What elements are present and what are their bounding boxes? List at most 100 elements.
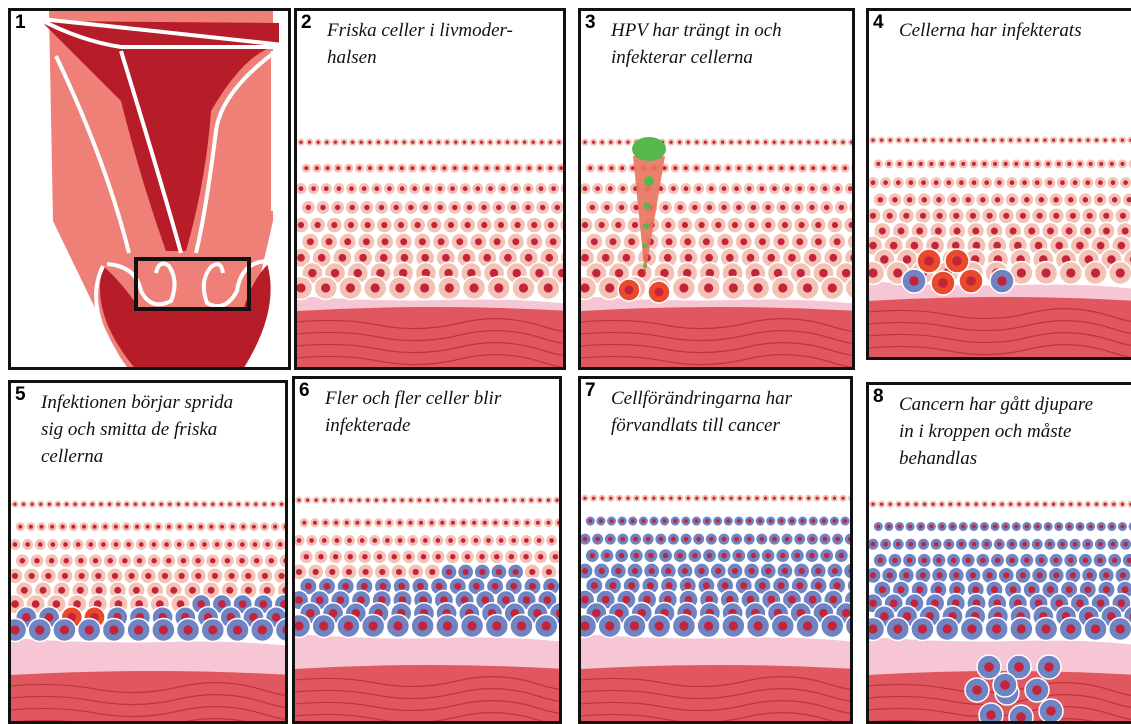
cancer-cell (670, 516, 680, 526)
hpv-virus (632, 137, 666, 161)
healthy-cell (333, 163, 343, 173)
healthy-cell (164, 522, 174, 532)
healthy-cell (794, 183, 806, 195)
healthy-cell (747, 201, 761, 215)
panel-number: 8 (873, 387, 884, 406)
healthy-cell (1094, 177, 1106, 189)
healthy-cell (79, 522, 89, 532)
healthy-cell (1015, 136, 1023, 144)
healthy-cell (998, 500, 1006, 508)
healthy-cell (813, 494, 821, 502)
infected-cell (959, 269, 983, 293)
healthy-cell (624, 494, 632, 502)
healthy-cell (162, 554, 176, 568)
healthy-cell (769, 183, 781, 195)
healthy-cell (262, 539, 274, 551)
cancer-cell (436, 614, 459, 637)
healthy-cell (1082, 208, 1098, 224)
healthy-cell (443, 138, 451, 146)
cancer-cell (638, 516, 648, 526)
healthy-cell (512, 138, 520, 146)
healthy-cell (503, 138, 511, 146)
healthy-cell (848, 494, 853, 502)
healthy-cell (667, 138, 675, 146)
cancer-cell (295, 614, 311, 637)
cancer-cell (851, 516, 853, 526)
cancer-cell (747, 614, 770, 637)
healthy-cell (736, 138, 744, 146)
healthy-cell (607, 163, 617, 173)
cancer-cell (386, 614, 409, 637)
healthy-cell (554, 518, 562, 528)
healthy-cell (386, 163, 396, 173)
healthy-cell (548, 183, 560, 195)
healthy-cell (483, 535, 495, 547)
healthy-cell (397, 163, 407, 173)
healthy-cell (365, 163, 375, 173)
healthy-cell (312, 163, 322, 173)
healthy-cell (903, 500, 911, 508)
healthy-cell (274, 539, 286, 551)
healthy-cell (756, 183, 768, 195)
healthy-cell (384, 183, 396, 195)
healthy-cell (976, 193, 990, 207)
healthy-cell (467, 496, 475, 504)
healthy-cell (719, 494, 727, 502)
healthy-cell (306, 138, 314, 146)
cancer-cell (1043, 522, 1053, 532)
healthy-cell (349, 138, 357, 146)
healthy-cell (20, 500, 28, 508)
healthy-cell (1065, 208, 1081, 224)
healthy-cell (1127, 136, 1131, 144)
healthy-cell (844, 217, 855, 233)
healthy-cell (694, 217, 710, 233)
healthy-cell (895, 159, 905, 169)
cancer-cell (880, 538, 892, 550)
healthy-cell (564, 138, 566, 146)
cancer-cell (1086, 522, 1096, 532)
cancer-cell (630, 533, 642, 545)
healthy-cell (946, 500, 954, 508)
healthy-cell (426, 138, 434, 146)
healthy-cell (718, 183, 730, 195)
healthy-cell (463, 276, 486, 299)
healthy-cell (226, 500, 234, 508)
healthy-cell (633, 494, 641, 502)
panel-number: 7 (585, 381, 596, 400)
healthy-cell (770, 494, 778, 502)
cancer-cell (1044, 538, 1056, 550)
cancer-cell (152, 618, 175, 641)
healthy-cell (522, 183, 534, 195)
healthy-cell (581, 183, 591, 195)
healthy-cell (433, 201, 447, 215)
cancer-cell (201, 618, 224, 641)
healthy-cell (693, 138, 701, 146)
healthy-cell (1099, 208, 1115, 224)
healthy-cell (398, 496, 406, 504)
healthy-cell (560, 217, 566, 233)
healthy-cell (503, 163, 513, 173)
healthy-cell (331, 201, 345, 215)
cancer-cell (11, 618, 27, 641)
healthy-cell (830, 494, 838, 502)
healthy-cell (661, 217, 677, 233)
cancer-cell (1064, 553, 1078, 567)
healthy-cell (97, 500, 105, 508)
healthy-cell (1069, 177, 1081, 189)
healthy-cell (63, 500, 71, 508)
healthy-cell (538, 138, 546, 146)
healthy-cell (174, 500, 182, 508)
healthy-cell (921, 136, 929, 144)
cancer-cell (844, 563, 853, 579)
healthy-cell (98, 539, 110, 551)
healthy-cell (352, 518, 362, 528)
healthy-cell (1101, 136, 1109, 144)
healthy-cell (596, 163, 606, 173)
healthy-cell (938, 136, 946, 144)
healthy-cell (224, 539, 236, 551)
healthy-cell (607, 494, 615, 502)
healthy-cell (880, 177, 892, 189)
healthy-cell (1054, 159, 1064, 169)
cancer-cell (905, 522, 915, 532)
cancer-cell (905, 538, 917, 550)
